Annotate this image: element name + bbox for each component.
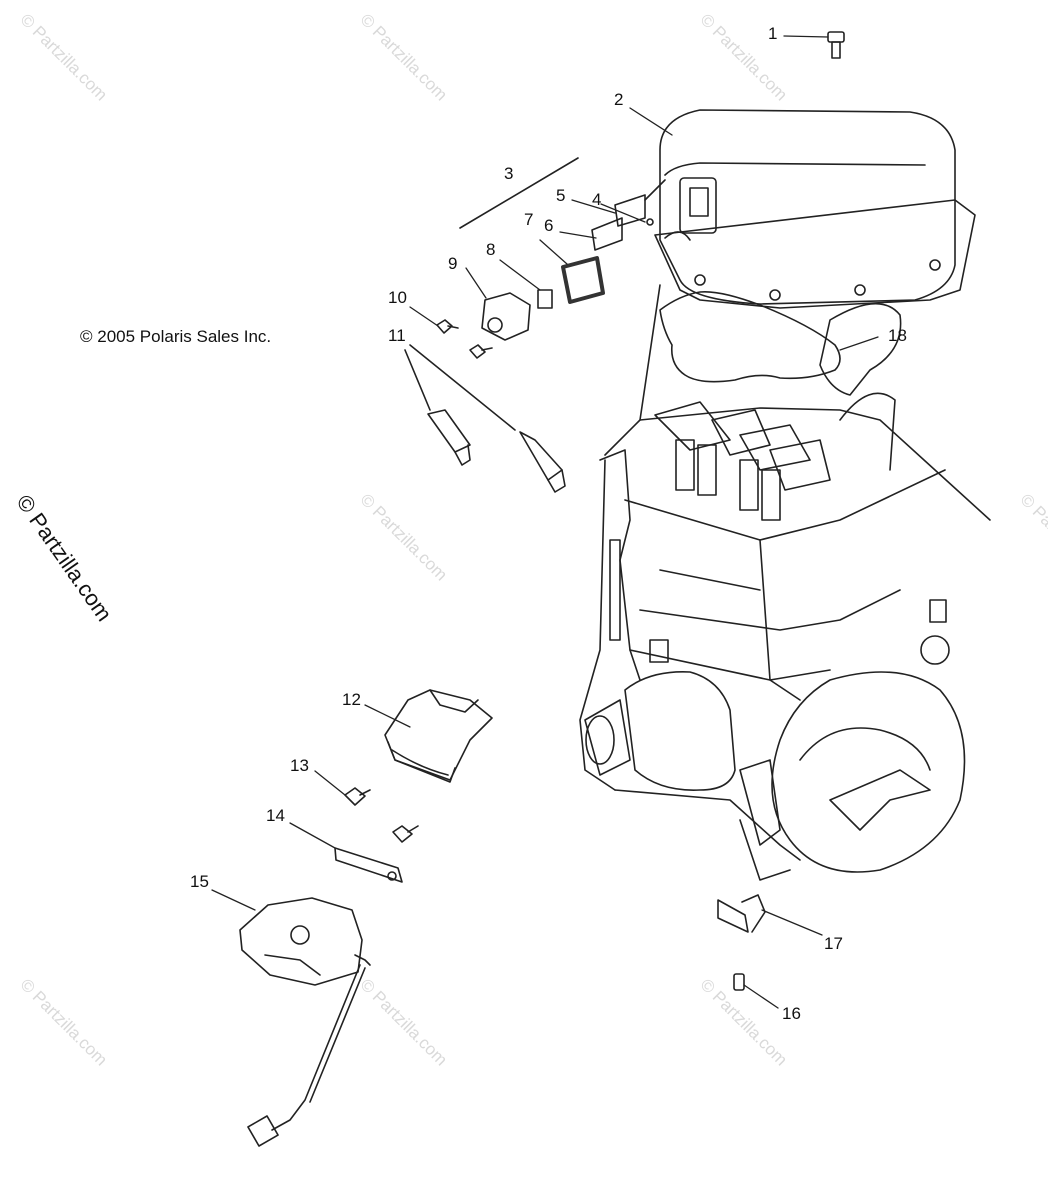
callout-15: 15: [190, 872, 209, 891]
engine-block: [579, 284, 991, 881]
callout-9: 9: [448, 254, 458, 273]
callout-10: 10: [388, 288, 407, 307]
part-2-valve-cover: [644, 109, 976, 309]
part-17-fitting: [717, 894, 766, 933]
part-8-plate: [537, 289, 553, 309]
part-3-group-line: [459, 157, 579, 229]
callout-1: 1: [768, 24, 778, 43]
part-10-bolts: [436, 319, 493, 359]
part-7-frame: [561, 256, 605, 304]
part-6-gasket: [591, 217, 623, 251]
part-13-bolts: [344, 787, 419, 843]
callout-6: 6: [544, 216, 554, 235]
part-16-bolt: [733, 973, 745, 991]
callout-2: 2: [614, 90, 624, 109]
part-18-gasket: [659, 290, 841, 383]
part-1-bolt: [827, 31, 845, 59]
part-12-intake-boot: [384, 689, 493, 783]
part-9-sensor: [481, 292, 531, 341]
callout-7: 7: [524, 210, 534, 229]
callout-4: 4: [592, 190, 602, 209]
callout-11: 11: [388, 326, 406, 345]
callout-8: 8: [486, 240, 496, 259]
callout-17: 17: [824, 934, 843, 953]
callout-14: 14: [266, 806, 285, 825]
part-11-spark-plugs: [404, 344, 566, 493]
callout-18: 18: [888, 326, 907, 345]
callout-3: 3: [504, 164, 514, 183]
copyright-text: © 2005 Polaris Sales Inc.: [80, 327, 272, 346]
part-4-screw: [646, 218, 654, 226]
callout-16: 16: [782, 1004, 801, 1023]
part-15-throttle-body: [239, 897, 371, 1147]
part-5-plate: [614, 194, 646, 227]
callout-12: 12: [342, 690, 361, 709]
callout-13: 13: [290, 756, 309, 775]
part-14-pin: [334, 847, 403, 883]
callout-5: 5: [556, 186, 566, 205]
